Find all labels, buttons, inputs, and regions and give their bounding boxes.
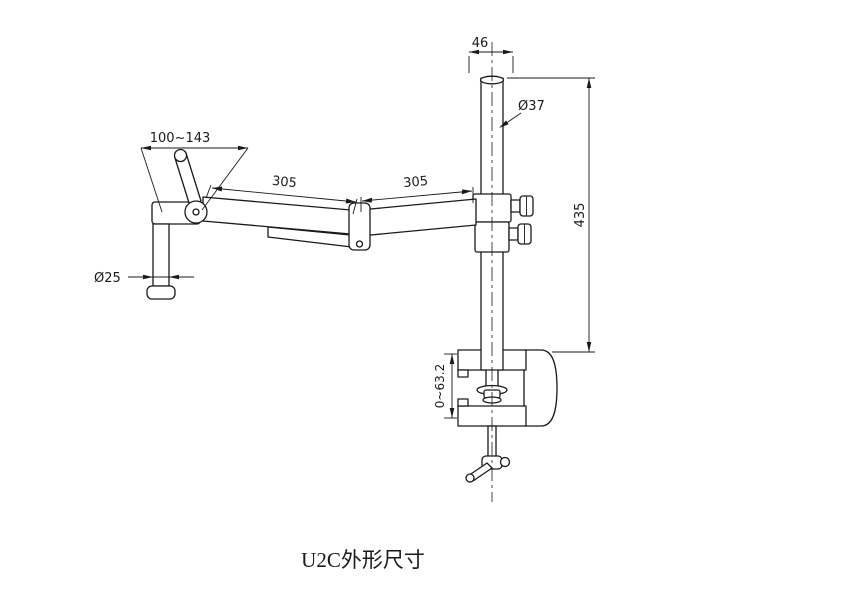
elbow-joint (348, 202, 371, 251)
dimension-pole-diameter: Ø37 (499, 99, 545, 128)
arm-right-segment (359, 198, 477, 237)
lever-grip-cap (173, 148, 188, 163)
clamp-handle-ball-right (499, 456, 511, 468)
column-collar (472, 193, 534, 253)
dimension-435: 435 (507, 77, 595, 353)
upper-knob-stem (510, 199, 521, 213)
dim-label-head-range: 100~143 (150, 131, 211, 146)
dimension-head-range: 100~143 (140, 131, 249, 213)
clamp-bottom-jaw-lip (457, 398, 469, 407)
dim-label-arm-left: 305 (271, 174, 297, 192)
clamp-top-jaw-lip (457, 369, 469, 378)
dimension-arm-left: 305 (205, 174, 358, 215)
dimension-clamp-opening: 0~63.2 (433, 353, 457, 419)
articulated-arm (202, 196, 477, 251)
dim-label-pole-diameter: Ø37 (518, 99, 545, 114)
clamp-handle-ball-left (465, 473, 475, 483)
lower-knob-stem (508, 227, 519, 241)
head-assembly (146, 148, 208, 300)
dim-label-clamp-opening: 0~63.2 (433, 364, 447, 408)
dim-label-435: 435 (573, 203, 588, 228)
dim-label-post-diameter: Ø25 (94, 271, 121, 286)
drawing-caption: U2C外形尺寸 (301, 548, 425, 572)
hinge-pivot-pin (192, 208, 200, 216)
dim-label-46: 46 (472, 36, 489, 51)
dimension-arm-right: 305 (360, 174, 474, 212)
dimension-post-diameter: Ø25 (94, 271, 194, 286)
dim-label-arm-right: 305 (403, 174, 429, 191)
dimension-46: 46 (468, 36, 514, 73)
table-clamp (457, 349, 558, 483)
elbow-pin (355, 240, 364, 248)
post-foot (146, 285, 176, 300)
clamp-spine (523, 349, 558, 427)
